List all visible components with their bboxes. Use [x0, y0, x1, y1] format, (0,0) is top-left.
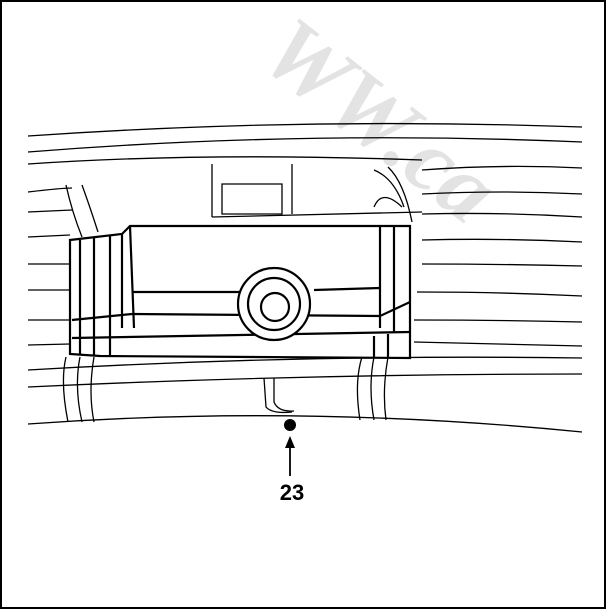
callout-arrowhead	[285, 436, 295, 448]
watermark: WW.ca	[245, 2, 518, 242]
bolt	[236, 266, 312, 342]
body-panel-lines	[27, 122, 583, 433]
callout-label-23: 23	[279, 480, 305, 505]
callout-dot	[284, 419, 296, 431]
callout-pointer	[284, 419, 296, 476]
